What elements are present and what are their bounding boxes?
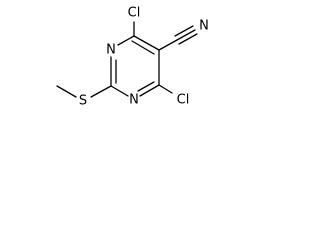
bond-c6-cl (158, 84, 173, 94)
atom-cl-bottom: Cl (177, 93, 190, 108)
bond-c6-n1-double (137, 81, 155, 92)
bond-c6-n1 (139, 84, 160, 97)
atom-n-nitrile: N (199, 19, 209, 34)
molecule-structure: Cl Cl N N N S (56, 6, 209, 109)
atom-n-ring-lower: N (129, 93, 139, 108)
atom-n-ring-upper: N (106, 43, 116, 58)
bond-n1-c2 (110, 85, 129, 97)
bond-n3-c4 (117, 35, 135, 46)
bond-c4-c5-double (131, 40, 155, 55)
bond-nitrile-triple-1 (176, 29, 196, 41)
atom-s: S (79, 94, 87, 109)
atom-cl-top: Cl (128, 6, 141, 21)
bond-c5-cn (158, 39, 178, 51)
bond-s-ch3 (56, 85, 77, 98)
bond-c2-s (90, 85, 112, 98)
bond-nitrile-triple-3 (178, 33, 198, 45)
bond-nitrile-triple-2 (174, 25, 194, 37)
bond-c4-c5 (133, 35, 160, 51)
